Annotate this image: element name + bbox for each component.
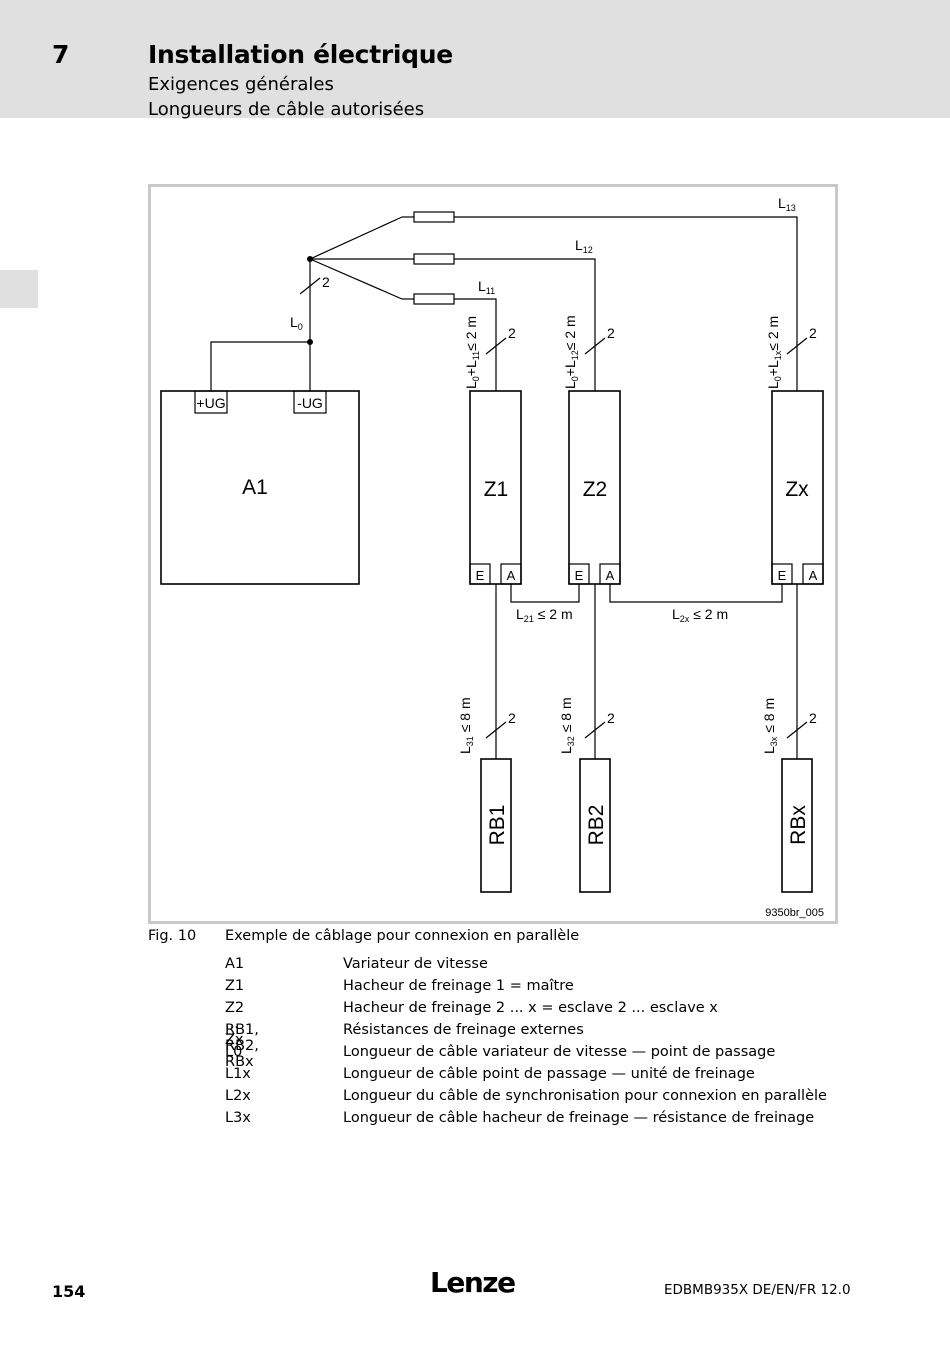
figure-border: [148, 184, 838, 924]
resistor-rb1-box: [480, 758, 512, 893]
resistor-rb1-label: RB1: [486, 805, 509, 846]
legend-key: Z1: [225, 978, 245, 994]
legend-key: Z2 ... Zx: [225, 1000, 245, 1048]
inverter-a1-label: A1: [242, 476, 268, 499]
label-l13: L13: [778, 195, 796, 213]
zx-a-label: A: [809, 568, 818, 583]
z2-e-label: E: [575, 568, 584, 583]
length-constraint-l21: L21 ≤ 2 m: [516, 606, 573, 624]
resistor-rb2-box: [579, 758, 611, 893]
conductor-count: 2: [809, 325, 817, 341]
terminal-plus-ug-label: +UG: [196, 395, 225, 411]
page-header: 7 Installation électrique Exigences géné…: [0, 0, 950, 120]
conductor-count: 2: [607, 325, 615, 341]
chopper-zx-label: Zx: [785, 478, 809, 501]
length-constraint-l32: L32 ≤ 8 m: [558, 697, 576, 754]
page-number: 154: [52, 1282, 86, 1301]
chapter-number: 7: [52, 40, 70, 69]
junction-dot: [307, 339, 313, 345]
legend-key: L2x: [225, 1088, 251, 1104]
legend-description: Hacheur de freinage 1 = maître: [343, 978, 574, 994]
lenze-logo: Lenze: [430, 1266, 516, 1299]
length-constraint-l31: L31 ≤ 8 m: [457, 697, 475, 754]
resistor-rb2-label: RB2: [585, 805, 608, 846]
length-constraint-l3x: L3x ≤ 8 m: [761, 698, 779, 754]
figure-caption: Exemple de câblage pour connexion en par…: [225, 928, 580, 944]
subsection-title: Longueurs de câble autorisées: [148, 99, 425, 120]
zx-e-label: E: [778, 568, 787, 583]
chopper-z2-label: Z2: [583, 478, 608, 501]
legend-key: RB1, RB2, RBx: [225, 1022, 259, 1070]
chapter-side-tab: [0, 270, 38, 308]
label-l11: L11: [478, 278, 495, 296]
figure-code: 9350br_005: [765, 907, 824, 919]
conductor-count: 2: [809, 710, 817, 726]
fuse-l13: [413, 211, 455, 223]
junction-dot: [307, 256, 313, 262]
legend-description: Variateur de vitesse: [343, 956, 488, 972]
conductor-count: 2: [508, 710, 516, 726]
chopper-z1-label: Z1: [484, 478, 509, 501]
inverter-a1-box: [160, 390, 360, 585]
z1-e-label: E: [476, 568, 485, 583]
legend-key: L1x: [225, 1066, 251, 1082]
document-id: EDBMB935X DE/EN/FR 12.0: [664, 1282, 851, 1298]
z1-a-label: A: [507, 568, 516, 583]
legend-description: Longueur du câble de synchronisation pou…: [343, 1088, 827, 1104]
legend-description: Longueur de câble variateur de vitesse —…: [343, 1044, 776, 1060]
z2-a-label: A: [606, 568, 615, 583]
legend-key: L3x: [225, 1110, 251, 1126]
legend-description: Longueur de câble hacheur de freinage — …: [343, 1110, 815, 1126]
length-constraint-z1: L0+L11≤ 2 m: [463, 316, 481, 389]
legend-description: Longueur de câble point de passage — uni…: [343, 1066, 755, 1082]
fuse-l12: [413, 253, 455, 265]
resistor-rbx-label: RBx: [787, 805, 810, 845]
legend-key: A1: [225, 956, 245, 972]
section-title: Exigences générales: [148, 74, 334, 95]
conductor-count: 2: [508, 325, 516, 341]
conductor-count: 2: [322, 274, 330, 290]
legend-key: L0: [225, 1044, 243, 1060]
chapter-title: Installation électrique: [148, 40, 453, 69]
wiring-diagram-figure: +UG -UG A1 Z1 Z2 Zx E A E A E A RB1 RB2 …: [148, 184, 838, 924]
legend-description: Résistances de freinage externes: [343, 1022, 584, 1038]
zx-terminal-a: [802, 563, 824, 585]
fuse-l11: [413, 293, 455, 305]
length-constraint-z2: L0+L12≤ 2 m: [562, 315, 580, 389]
resistor-rbx-box: [781, 758, 813, 893]
length-constraint-l2x: L2x ≤ 2 m: [672, 606, 728, 624]
figure-number: Fig. 10: [148, 928, 197, 944]
conductor-count: 2: [607, 710, 615, 726]
terminal-minus-ug-label: -UG: [297, 395, 323, 411]
wiring-diagram: +UG -UG A1 Z1 Z2 Zx E A E A E A RB1 RB2 …: [148, 184, 838, 924]
length-constraint-zx: L0+L1x≤ 2 m: [765, 316, 783, 389]
label-l0: L0: [290, 314, 303, 332]
label-l12: L12: [575, 237, 593, 255]
legend-description: Hacheur de freinage 2 ... x = esclave 2 …: [343, 1000, 718, 1016]
z1-terminal-e: [469, 563, 491, 585]
